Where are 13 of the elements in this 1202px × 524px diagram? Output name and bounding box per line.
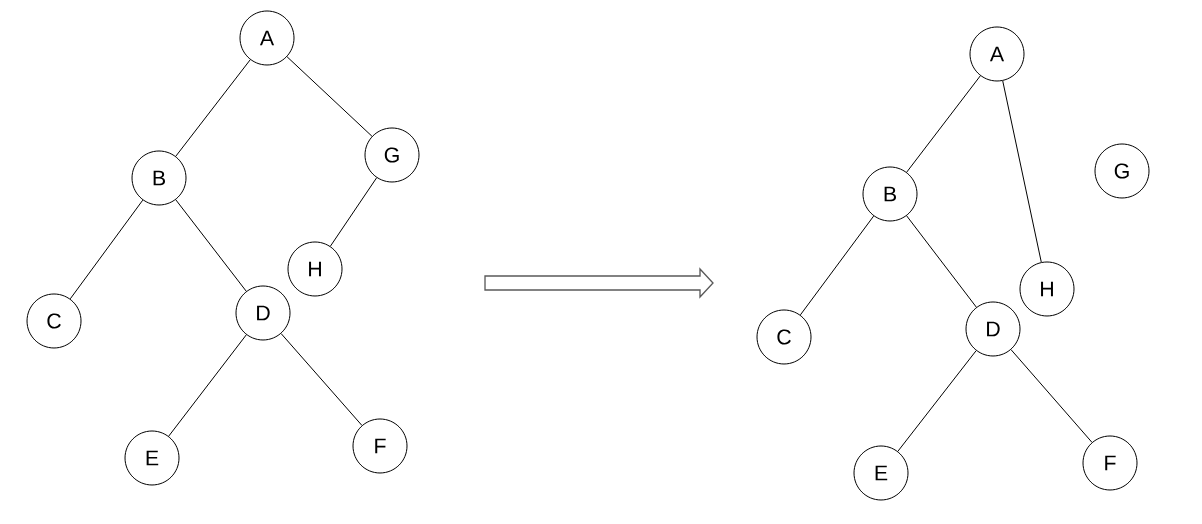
connector-line <box>168 334 247 437</box>
connector-line <box>175 199 247 292</box>
connector-line <box>1002 80 1042 263</box>
connector-line <box>69 199 144 300</box>
connector-line <box>906 75 981 173</box>
connector-line <box>799 215 875 316</box>
connector-line <box>1010 349 1093 443</box>
connector-line <box>280 333 363 426</box>
connector-line <box>286 56 373 137</box>
connector-line <box>329 177 378 247</box>
connector-line <box>897 350 977 452</box>
connector-line <box>906 215 977 308</box>
connector-line <box>175 59 251 157</box>
